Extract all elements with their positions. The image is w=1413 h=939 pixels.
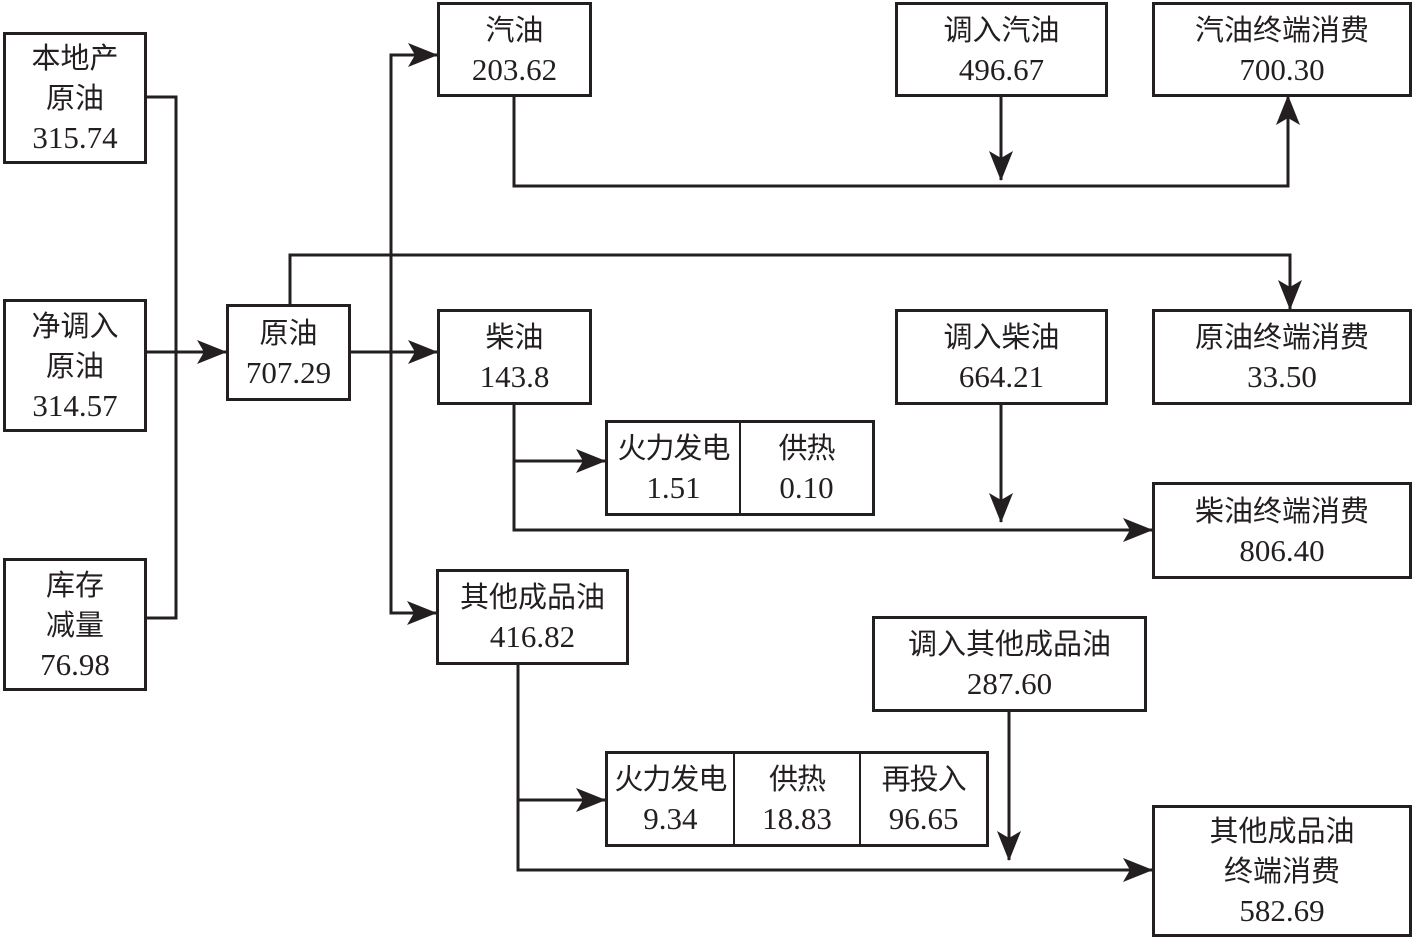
- cell-value: 18.83: [762, 801, 832, 836]
- cell-label: 供热: [769, 762, 826, 796]
- cell-value: 96.65: [888, 801, 959, 836]
- node-value: 314.57: [32, 387, 118, 423]
- node-value: 203.62: [471, 51, 558, 87]
- node-label: 其他成品油: [459, 580, 605, 614]
- cell-thermal-power: 火力发电 1.51: [608, 423, 739, 513]
- node-import-diesel: 调入柴油 664.21: [895, 309, 1108, 405]
- node-label: 减量: [45, 607, 104, 642]
- node-value: 287.60: [966, 666, 1053, 701]
- node-value: 582.69: [1239, 893, 1325, 928]
- cell-label: 火力发电: [614, 762, 727, 796]
- node-label: 原油: [259, 315, 318, 350]
- edge-other-final: [516, 664, 1153, 882]
- cell-heating: 供热 0.10: [739, 423, 872, 513]
- cell-value: 1.51: [646, 470, 701, 505]
- node-gasoline-final: 汽油终端消费 700.30: [1152, 2, 1412, 97]
- node-value: 76.98: [40, 646, 110, 682]
- node-value: 143.8: [479, 359, 550, 394]
- cell-heating: 供热 18.83: [732, 754, 860, 844]
- node-crude-final: 原油终端消费 33.50: [1152, 309, 1412, 405]
- node-label: 库存: [45, 567, 104, 602]
- node-import-gasoline: 调入汽油 496.67: [895, 2, 1108, 97]
- node-diesel: 柴油 143.8: [437, 309, 592, 405]
- edge-crude-final: [288, 253, 1302, 310]
- cell-reinput: 再投入 96.65: [859, 754, 986, 844]
- edge-distribution-gasoline: [389, 43, 438, 613]
- node-import-other: 调入其他成品油 287.60: [872, 616, 1147, 712]
- node-local-crude: 本地产 原油 315.74: [3, 32, 147, 164]
- edge-diesel-final: [512, 404, 1153, 542]
- cell-label: 火力发电: [617, 431, 730, 465]
- node-label: 其他成品油: [1209, 814, 1355, 848]
- node-label: 调入其他成品油: [907, 627, 1111, 661]
- node-label: 原油: [45, 348, 104, 383]
- node-value: 496.67: [958, 51, 1045, 87]
- node-value: 33.50: [1247, 359, 1317, 394]
- node-value: 707.29: [245, 354, 332, 390]
- node-value: 315.74: [32, 120, 118, 155]
- node-label: 汽油终端消费: [1194, 12, 1369, 47]
- node-other-final: 其他成品油 终端消费 582.69: [1152, 805, 1412, 937]
- cell-value: 9.34: [643, 801, 698, 836]
- node-crude: 原油 707.29: [226, 304, 351, 401]
- node-net-import-crude: 净调入 原油 314.57: [3, 299, 147, 432]
- node-value: 664.21: [958, 359, 1045, 394]
- node-stock-decrease: 库存 减量 76.98: [3, 558, 147, 691]
- group-diesel-uses: 火力发电 1.51 供热 0.10: [605, 420, 875, 516]
- node-label: 原油终端消费: [1194, 320, 1369, 354]
- node-other-products: 其他成品油 416.82: [436, 569, 629, 665]
- edge-distribution-other: [389, 600, 437, 625]
- node-label: 净调入: [31, 308, 119, 343]
- cell-thermal-power: 火力发电 9.34: [608, 754, 733, 844]
- node-diesel-final: 柴油终端消费 806.40: [1152, 482, 1412, 579]
- cell-value: 0.10: [779, 470, 834, 505]
- cell-label: 供热: [778, 431, 835, 465]
- node-label: 终端消费: [1223, 854, 1340, 888]
- node-label: 柴油终端消费: [1194, 493, 1369, 528]
- cell-label: 再投入: [881, 762, 967, 796]
- edge-gasoline-final: [512, 95, 1300, 188]
- group-other-uses: 火力发电 9.34 供热 18.83 再投入 96.65: [605, 751, 989, 847]
- node-label: 柴油: [485, 320, 544, 354]
- node-label: 原油: [45, 81, 104, 115]
- node-label: 调入汽油: [943, 12, 1060, 47]
- node-label: 汽油: [485, 12, 544, 47]
- node-value: 700.30: [1239, 51, 1325, 87]
- node-value: 806.40: [1239, 532, 1325, 568]
- node-gasoline: 汽油 203.62: [437, 2, 592, 97]
- node-label: 调入柴油: [943, 320, 1060, 354]
- edge-local-crude: [146, 95, 178, 620]
- node-label: 本地产: [31, 41, 119, 75]
- node-value: 416.82: [489, 619, 576, 654]
